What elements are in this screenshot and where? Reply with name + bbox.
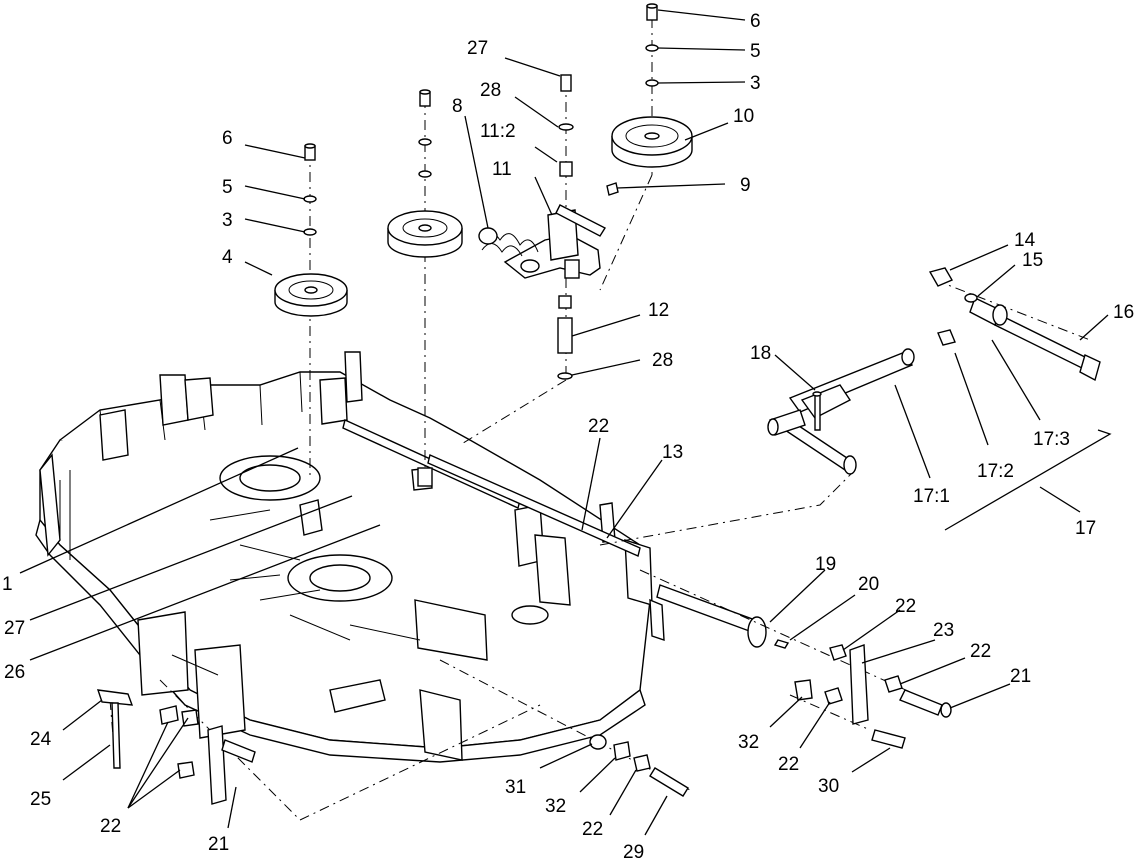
callout-6-left: 6 xyxy=(222,128,233,149)
callout-17-1: 17:1 xyxy=(913,486,950,507)
callout-32-front: 32 xyxy=(545,796,566,817)
callout-1: 1 xyxy=(2,574,13,595)
callout-22-d: 22 xyxy=(778,754,799,775)
callout-5-left: 5 xyxy=(222,177,233,198)
callout-24: 24 xyxy=(30,729,52,750)
right-chain-hardware xyxy=(773,639,952,749)
callout-9: 9 xyxy=(740,175,751,196)
callout-27-left: 27 xyxy=(4,618,25,639)
callout-8: 8 xyxy=(452,96,463,117)
callout-3-right: 3 xyxy=(750,73,761,94)
callout-29: 30 xyxy=(818,776,839,797)
callout-32-right: 32 xyxy=(738,732,759,753)
callout-25: 25 xyxy=(30,789,51,810)
callout-13: 13 xyxy=(662,442,683,463)
callout-22-b: 22 xyxy=(895,596,916,617)
callout-4: 4 xyxy=(222,247,233,268)
callout-19: 19 xyxy=(815,554,836,575)
callout-28-mid: 28 xyxy=(652,350,673,371)
center-pulley-stack xyxy=(387,89,463,487)
leader-lines xyxy=(19,9,1112,836)
callout-26: 26 xyxy=(4,662,25,683)
callout-22-e: 22 xyxy=(100,816,121,837)
mower-deck xyxy=(35,351,767,763)
callout-22-f: 22 xyxy=(582,819,603,840)
left-pulley-stack xyxy=(274,143,348,317)
front-hardware xyxy=(96,689,689,805)
callout-17: 17 xyxy=(1075,518,1096,539)
callout-labels: 6 5 3 4 27 28 8 11:2 11 6 5 3 10 9 12 28… xyxy=(2,11,1134,863)
lift-handle-assembly xyxy=(767,267,1101,475)
callout-12: 12 xyxy=(648,300,669,321)
idler-arm-assembly xyxy=(478,74,619,380)
right-pulley-stack xyxy=(611,3,693,168)
callout-20: 20 xyxy=(858,574,879,595)
callout-30: 29 xyxy=(623,842,644,863)
callout-16: 16 xyxy=(1113,302,1134,323)
callout-3-left: 3 xyxy=(222,210,233,231)
callout-11-2: 11:2 xyxy=(480,121,516,142)
callout-17-3: 17:3 xyxy=(1033,429,1070,450)
callout-10: 10 xyxy=(733,106,754,127)
callout-22-c: 22 xyxy=(970,641,991,662)
callout-21-left: 21 xyxy=(208,834,229,855)
callout-5-right: 5 xyxy=(750,41,761,62)
callout-11: 11 xyxy=(492,159,512,180)
callout-22-a: 22 xyxy=(588,416,609,437)
callout-31: 31 xyxy=(505,777,526,798)
callout-18: 18 xyxy=(750,343,771,364)
callout-23: 23 xyxy=(933,620,954,641)
callout-17-2: 17:2 xyxy=(977,461,1014,482)
callout-21-right: 21 xyxy=(1010,666,1031,687)
callout-28-top: 28 xyxy=(480,80,501,101)
callout-15: 15 xyxy=(1022,250,1043,271)
callout-27-top: 27 xyxy=(467,38,488,59)
callout-6-right: 6 xyxy=(750,11,761,32)
callout-14: 14 xyxy=(1014,230,1036,251)
